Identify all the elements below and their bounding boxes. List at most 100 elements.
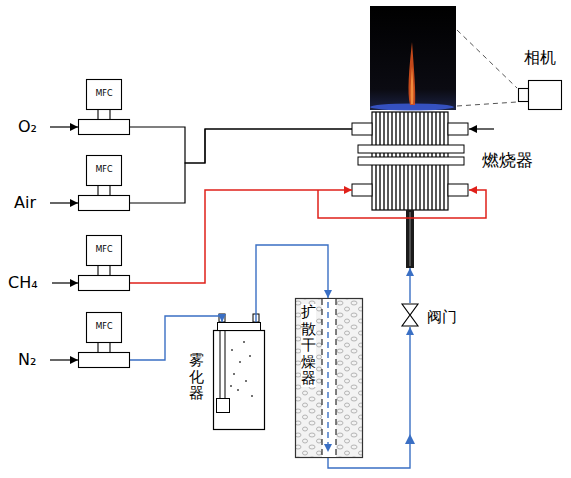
burner-body — [358, 145, 464, 153]
mass-flow-controller: MFC — [78, 155, 130, 215]
gas-inlet-arrows — [50, 127, 78, 360]
diffusion-dryer-body — [327, 302, 328, 452]
burner-body — [352, 123, 372, 135]
diffusion-dryer-body — [322, 299, 336, 457]
gas-inlet-arrows — [50, 126, 78, 127]
mfc-outline — [109, 265, 110, 275]
mfc-outline — [97, 342, 98, 352]
mfc-outline — [109, 185, 110, 195]
flow-line — [328, 327, 410, 468]
diffusion-dryer: 扩散干燥器 — [295, 298, 363, 458]
atomizer-vessel — [220, 331, 221, 398]
atomizer-vessel — [233, 373, 235, 375]
flame-image — [409, 42, 416, 105]
mfc-outline — [78, 155, 130, 215]
part-name: 燃烧器 — [482, 150, 533, 170]
mfc-outline — [97, 109, 98, 119]
valve-outline — [402, 304, 418, 326]
burner: 燃烧器 — [352, 112, 470, 268]
camera-outline — [529, 81, 562, 110]
burner-body — [358, 157, 464, 165]
burner-body — [410, 212, 411, 266]
mfc-outline — [87, 313, 122, 343]
device-label: MFC — [86, 155, 122, 185]
mfc-outline — [109, 109, 110, 119]
flow-line — [256, 245, 328, 322]
gas-inlet-arrows — [50, 202, 78, 203]
atomizer-vessel — [239, 361, 241, 363]
atomizer-vessel — [251, 395, 253, 397]
part-name: 阀门 — [427, 308, 457, 326]
device-label: MFC — [86, 235, 122, 265]
device-label: MFC — [86, 312, 122, 342]
atomizer-vessel — [214, 314, 265, 430]
atomizer-vessel — [249, 355, 251, 357]
flow-line — [130, 129, 352, 203]
camera-view-lines — [457, 102, 517, 106]
atomizer-vessel — [243, 341, 245, 343]
atomizer-vessel — [237, 389, 239, 391]
flame-image — [370, 6, 456, 110]
mfc-outline — [87, 156, 122, 186]
burner-body — [352, 184, 372, 196]
atomizer-vessel — [231, 349, 233, 351]
mfc-outline — [79, 196, 130, 211]
atomizer-vessel — [214, 331, 265, 430]
diffusion-dryer-body — [336, 299, 337, 457]
mass-flow-controller: MFC — [78, 235, 130, 295]
flame-image — [370, 6, 456, 111]
burner-body — [448, 184, 468, 196]
device-label: MFC — [86, 79, 122, 109]
mass-flow-controller: MFC — [78, 79, 130, 139]
gas-name: N₂ — [18, 350, 36, 369]
atomizer-vessel — [230, 385, 232, 387]
mfc-outline — [109, 342, 110, 352]
mfc-outline — [97, 265, 98, 275]
flow-line — [130, 190, 352, 283]
valve: 阀门 — [401, 303, 419, 327]
atomizer: 雾化器 — [213, 322, 265, 430]
mfc-outline — [97, 185, 98, 195]
oxidizer-side-arrow — [469, 128, 494, 129]
burner-body — [448, 123, 468, 135]
atomizer-vessel — [218, 323, 261, 331]
gas-name: CH₄ — [8, 273, 38, 292]
camera-outline — [518, 78, 562, 112]
burner-body — [352, 112, 468, 268]
diffusion-dryer-body — [296, 299, 363, 458]
mfc-outline — [79, 120, 130, 135]
part-name: 相机 — [524, 48, 556, 67]
part-name: 雾化器 — [189, 352, 204, 402]
atomizer-vessel — [217, 399, 230, 413]
flow-line — [130, 127, 352, 163]
oxidizer-side-arrow — [469, 129, 494, 130]
diffusion-dryer-body — [296, 299, 363, 458]
gas-inlet-arrows — [50, 359, 78, 360]
camera-view-lines — [457, 30, 517, 106]
camera-outline — [519, 89, 529, 102]
fuel-branch-line — [318, 190, 486, 218]
flame-image — [411, 66, 414, 104]
gas-name: Air — [14, 193, 36, 212]
mfc-outline — [87, 80, 122, 110]
mfc-outline — [78, 79, 130, 139]
mfc-outline — [78, 235, 130, 295]
flow-line — [130, 316, 222, 360]
mass-flow-controller: MFC — [78, 312, 130, 372]
gas-name: O₂ — [18, 117, 37, 136]
valve-outline — [401, 303, 419, 327]
atomizer-vessel — [230, 341, 253, 397]
flow-line — [409, 268, 410, 303]
mfc-outline — [79, 276, 130, 291]
atomizer-vessel — [225, 331, 226, 398]
gas-inlet-arrows — [52, 282, 78, 283]
diffusion-dryer-body — [322, 299, 323, 457]
mfc-outline — [87, 236, 122, 266]
camera: 相机 — [518, 78, 562, 112]
mfc-outline — [78, 312, 130, 372]
mfc-outline — [79, 353, 130, 368]
part-name: 扩散干燥器 — [301, 304, 316, 387]
atomizer-vessel — [245, 380, 247, 382]
